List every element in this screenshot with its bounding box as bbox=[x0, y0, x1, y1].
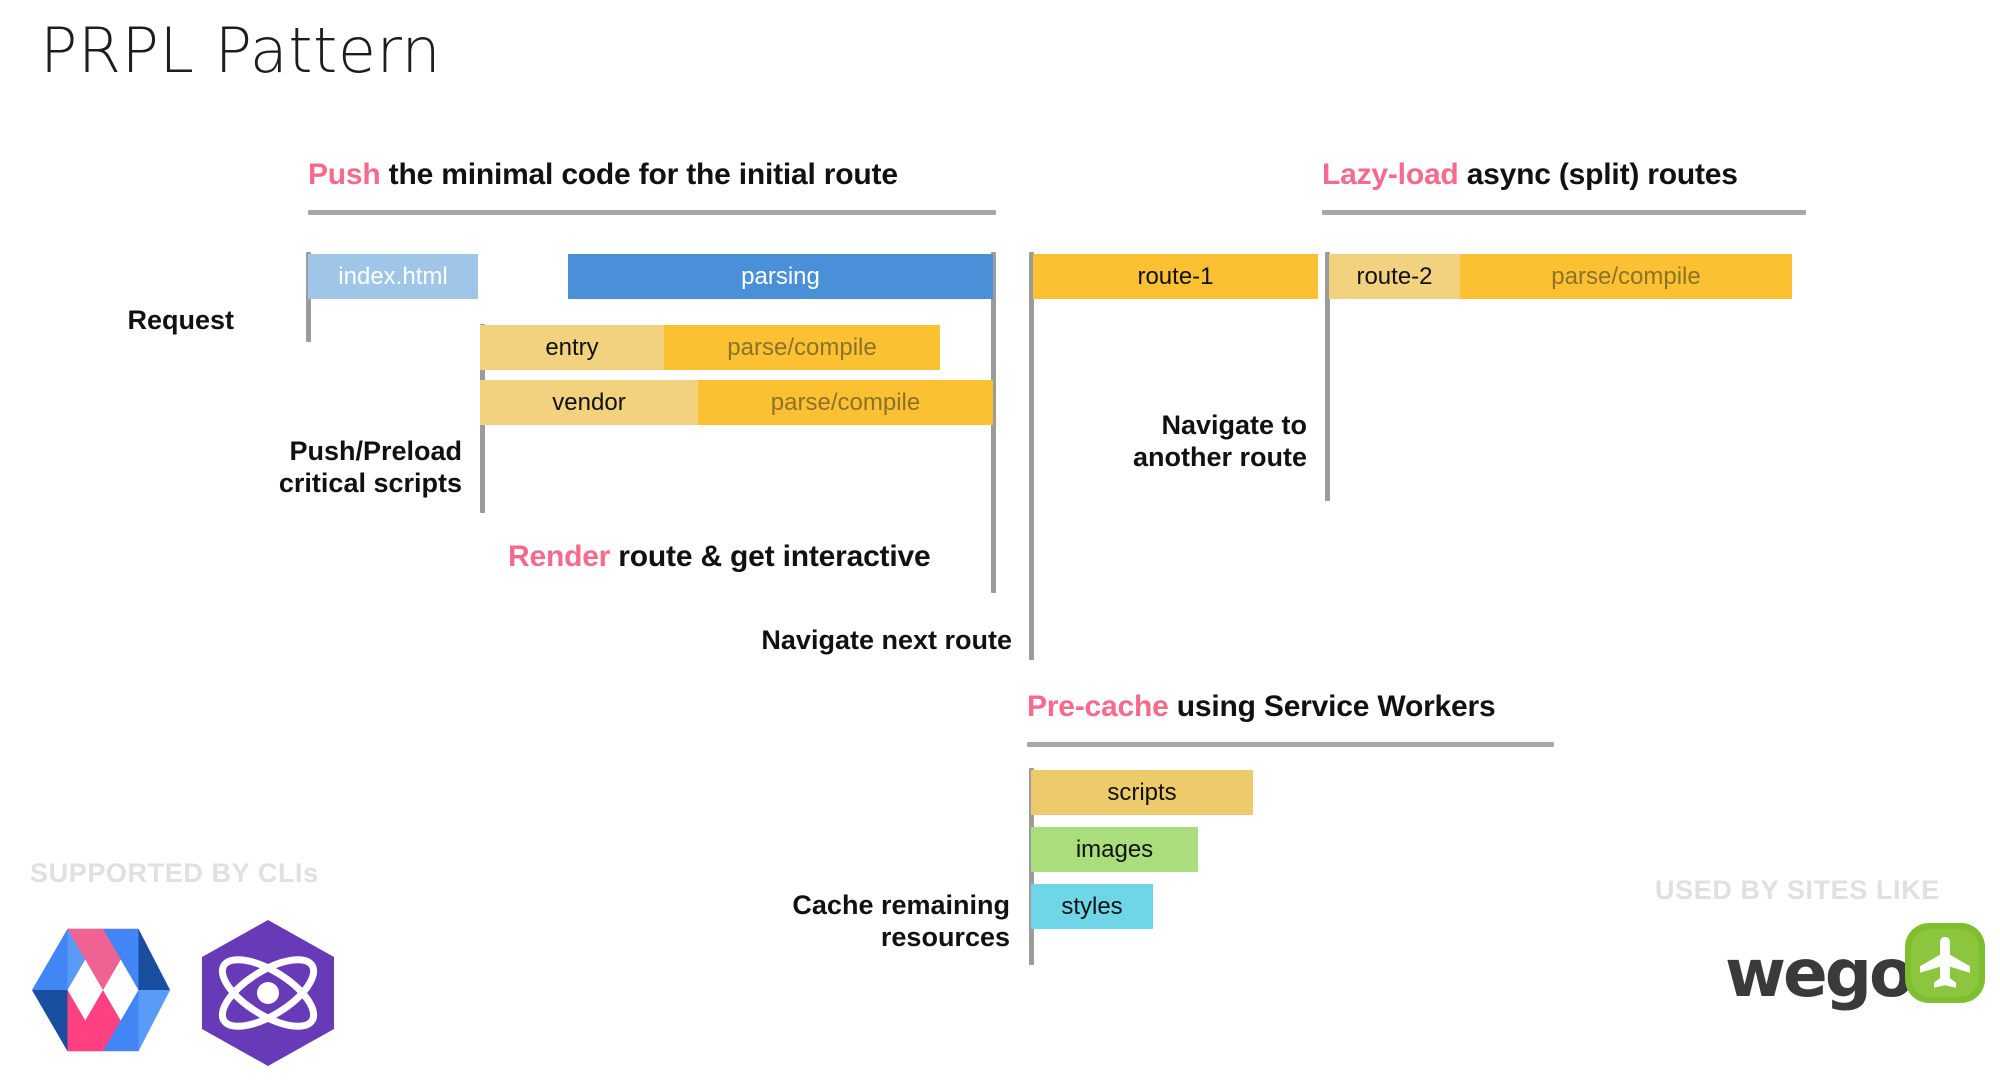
section-rule-precache bbox=[1027, 742, 1554, 747]
bar-route-2: route-2 parse/compile bbox=[1329, 254, 1792, 299]
bar-label-styles: styles bbox=[1061, 892, 1123, 920]
section-rest-precache: using Service Workers bbox=[1168, 690, 1496, 723]
section-rest-lazy: async (split) routes bbox=[1458, 158, 1738, 191]
bar-segment-entry-parse: parse/compile bbox=[664, 325, 940, 370]
bar-label-vendor-parse: parse/compile bbox=[770, 388, 921, 416]
caption-supported-by-clis: SUPPORTED BY CLIs bbox=[30, 858, 319, 888]
label-cache-remaining: Cache remaining resources bbox=[792, 890, 1010, 952]
polymer-logo bbox=[32, 920, 170, 1060]
bar-vendor: vendor parse/compile bbox=[480, 380, 993, 425]
bar-label-entry: entry bbox=[545, 333, 599, 361]
section-heading-lazy: Lazy-load async (split) routes bbox=[1322, 158, 1738, 192]
guide-line-navigate-next bbox=[1029, 252, 1034, 660]
section-heading-render: Render route & get interactive bbox=[508, 540, 931, 574]
section-heading-push: Push the minimal code for the initial ro… bbox=[308, 158, 898, 192]
label-navigate-another: Navigate to another route bbox=[1132, 410, 1307, 472]
bar-segment-entry-load: entry bbox=[480, 325, 664, 370]
wego-wordmark: wego bbox=[1725, 935, 1914, 1012]
guide-line-navigate-another bbox=[1325, 252, 1330, 501]
section-rest-render: route & get interactive bbox=[610, 540, 931, 573]
bar-route-1: route-1 bbox=[1033, 254, 1318, 299]
polymer-logo-icon bbox=[32, 928, 170, 1052]
section-heading-precache: Pre-cache using Service Workers bbox=[1027, 690, 1496, 724]
bar-label-route2-parse: parse/compile bbox=[1551, 262, 1701, 290]
bar-segment-vendor-parse: parse/compile bbox=[698, 380, 993, 425]
bar-label-route-2: route-2 bbox=[1356, 262, 1433, 290]
label-navigate-next: Navigate next route bbox=[761, 625, 1012, 655]
bar-images: images bbox=[1031, 827, 1198, 872]
bar-label-scripts: scripts bbox=[1107, 778, 1177, 806]
guide-line-render bbox=[991, 252, 996, 593]
caption-used-by-sites-like: USED BY SITES LIKE bbox=[1655, 875, 1940, 905]
bar-parsing: parsing bbox=[568, 254, 993, 299]
bar-label-index-html: index.html bbox=[338, 262, 448, 290]
preact-logo-icon bbox=[202, 920, 334, 1066]
bar-entry: entry parse/compile bbox=[480, 325, 940, 370]
section-rule-push bbox=[308, 210, 996, 215]
bar-segment-route2-parse: parse/compile bbox=[1460, 254, 1792, 299]
section-keyword-render: Render bbox=[508, 540, 611, 573]
preact-logo bbox=[198, 918, 338, 1068]
bar-label-entry-parse: parse/compile bbox=[727, 333, 877, 361]
bar-segment-vendor-load: vendor bbox=[480, 380, 698, 425]
bar-label-images: images bbox=[1075, 835, 1154, 863]
bar-label-vendor: vendor bbox=[552, 388, 626, 416]
label-push-preload: Push/Preload critical scripts bbox=[278, 436, 462, 498]
bar-scripts: scripts bbox=[1031, 770, 1253, 815]
page-title: PRPL Pattern bbox=[40, 14, 442, 87]
bar-segment-route2-load: route-2 bbox=[1329, 254, 1460, 299]
section-keyword-push: Push bbox=[308, 158, 381, 191]
bar-label-parsing: parsing bbox=[741, 262, 820, 290]
section-rest-push: the minimal code for the initial route bbox=[380, 158, 898, 191]
section-keyword-lazy: Lazy-load bbox=[1322, 158, 1459, 191]
bar-index-html: index.html bbox=[308, 254, 478, 299]
wego-plane-badge bbox=[1904, 922, 1986, 1004]
section-rule-lazy bbox=[1322, 210, 1806, 215]
section-keyword-precache: Pre-cache bbox=[1027, 690, 1169, 723]
plane-icon bbox=[1905, 923, 1985, 1003]
bar-styles: styles bbox=[1031, 884, 1153, 929]
bar-label-route-1: route-1 bbox=[1137, 262, 1214, 290]
label-request: Request bbox=[127, 305, 234, 335]
